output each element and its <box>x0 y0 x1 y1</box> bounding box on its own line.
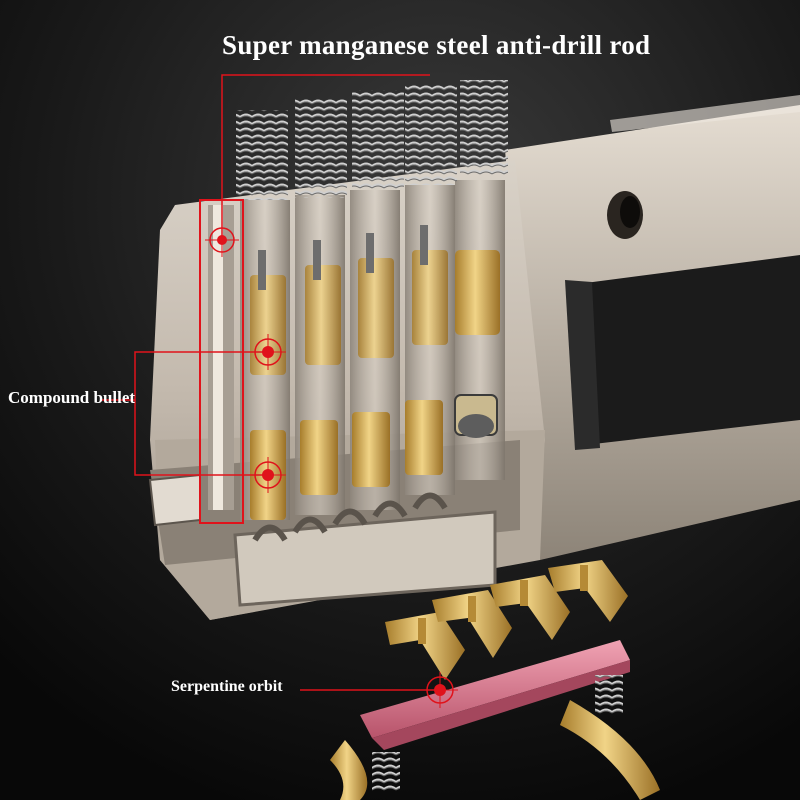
anti-drill-rod <box>199 199 244 524</box>
driver-pin-2 <box>305 265 341 365</box>
springs <box>236 80 508 200</box>
exploded-pin-1 <box>385 612 465 680</box>
bottom-spring-right <box>595 675 623 715</box>
driver-pin-3 <box>358 258 394 358</box>
exploded-serpentine-pins <box>385 560 628 680</box>
target-marker-compound-lower <box>250 457 286 493</box>
anti-drill-rod-leader <box>221 74 430 240</box>
driver-pin-4 <box>412 250 448 345</box>
target-marker-serpentine <box>422 672 458 708</box>
spring-3 <box>352 90 404 190</box>
driver-pin-1 <box>250 275 286 375</box>
target-marker-anti-drill <box>205 223 239 257</box>
diagram-title: Super manganese steel anti-drill rod <box>222 30 651 60</box>
spring-4 <box>405 85 457 185</box>
key-pin-4 <box>405 400 443 475</box>
target-marker-compound-upper <box>250 334 286 370</box>
cylinder-shaft <box>505 95 800 560</box>
serpentine-rail <box>360 640 630 750</box>
bottom-spring-left <box>372 752 400 792</box>
driver-pin-5 <box>455 250 500 335</box>
spring-1 <box>236 110 288 200</box>
bottom-brass-piece <box>330 740 368 800</box>
compound-bullet-label: Compound bullet <box>8 388 136 407</box>
spring-2 <box>295 98 347 198</box>
bottom-brass-clip <box>560 700 660 800</box>
key-pin-2 <box>300 420 338 495</box>
spring-5 <box>460 80 508 175</box>
key-pin-3 <box>352 412 390 487</box>
plug-serpentine-slots <box>252 492 448 542</box>
exploded-pin-3 <box>490 575 570 640</box>
serpentine-orbit-label: Serpentine orbit <box>171 678 283 695</box>
lower-key-pins <box>250 394 498 520</box>
compound-bullet-bracket <box>134 351 268 476</box>
upper-driver-pins <box>250 225 500 375</box>
exploded-pin-2 <box>432 590 512 658</box>
callout-lines <box>100 74 440 691</box>
